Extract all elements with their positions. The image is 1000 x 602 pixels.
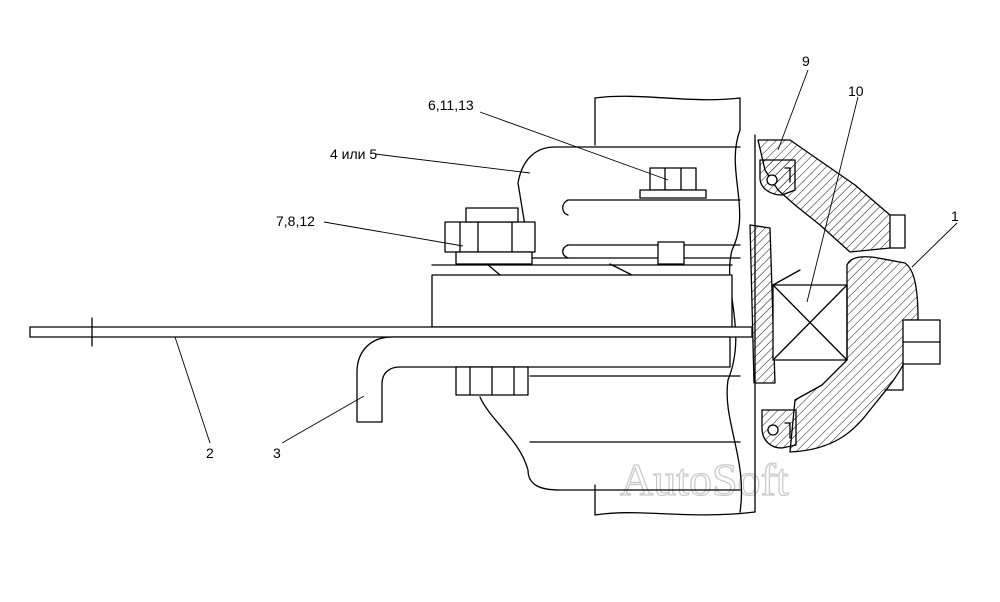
callout-9: 9	[802, 53, 810, 69]
bearing-race	[749, 224, 776, 384]
callout-3: 3	[273, 445, 281, 461]
leader-1	[911, 222, 958, 268]
leader-3	[281, 395, 365, 444]
spacer-block	[431, 264, 733, 328]
bent-rod	[356, 336, 731, 423]
callout-labels: 6,11,13 4 или 5 7,8,12 9 10 1 2 3	[206, 53, 959, 461]
left-nut	[444, 207, 633, 276]
leader-lines	[174, 69, 958, 444]
lower-nut	[455, 366, 529, 396]
hub	[789, 256, 941, 453]
upper-seal	[759, 159, 796, 196]
bearing	[772, 269, 848, 361]
hub-cover	[757, 139, 906, 253]
leader-9	[777, 69, 809, 151]
watermark: AutoSoft	[620, 454, 789, 505]
leader-7-8-12	[323, 221, 464, 247]
callout-2: 2	[206, 445, 214, 461]
leader-2	[174, 336, 211, 444]
callout-6-11-13: 6,11,13	[428, 97, 474, 113]
leader-10	[806, 96, 859, 303]
callout-7-8-12: 7,8,12	[276, 213, 315, 229]
leader-4	[374, 153, 531, 174]
callout-4-or-5: 4 или 5	[330, 146, 377, 162]
bracket	[479, 146, 741, 491]
callout-10: 10	[848, 83, 864, 99]
lower-seal	[761, 409, 797, 449]
leader-6-11-13	[479, 111, 669, 181]
callout-1: 1	[951, 208, 959, 224]
top-bolt	[639, 167, 707, 265]
